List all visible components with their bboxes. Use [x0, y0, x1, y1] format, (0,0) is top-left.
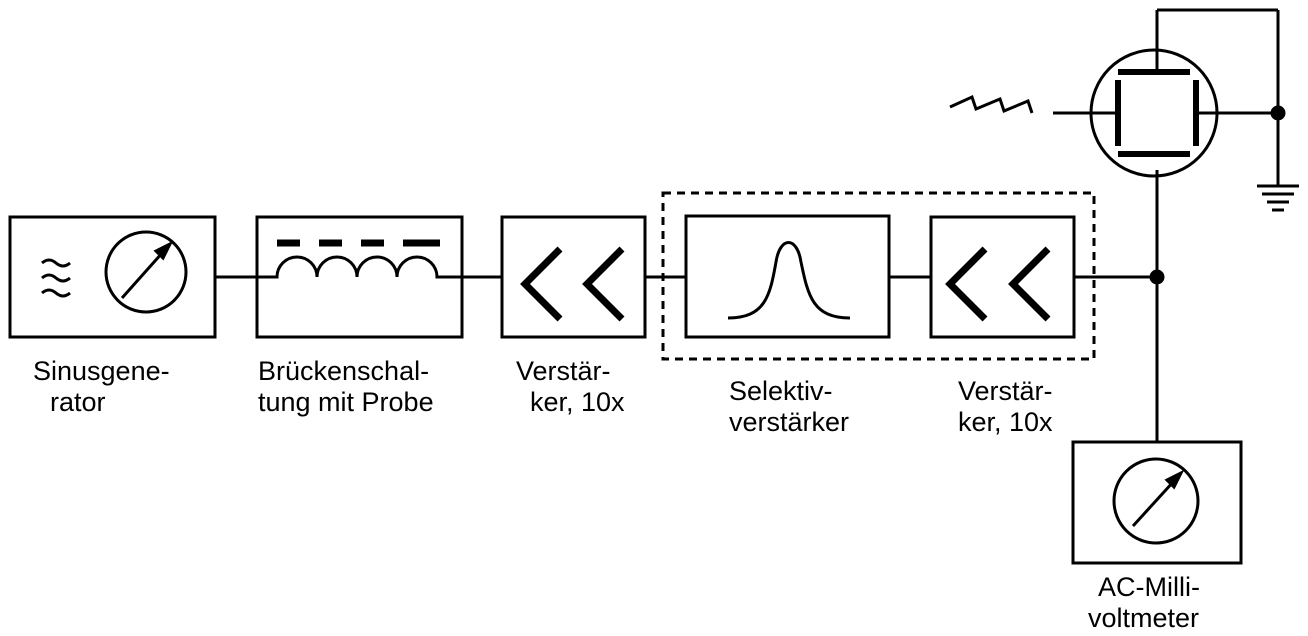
label-selective-amplifier: Selektiv- verstärker	[729, 376, 850, 437]
amplifier-1-block	[500, 215, 647, 339]
meter-icon	[104, 230, 188, 314]
label-amplifier-1: Verstär- ker, 10x	[516, 356, 625, 417]
selective-amplifier-block	[684, 214, 891, 339]
inductor-icon	[257, 239, 462, 279]
label-ac-millivoltmeter: AC-Milli- voltmeter	[1088, 572, 1200, 633]
label-sine-generator: Sinusgene- rator	[33, 356, 170, 417]
junction-dot	[1270, 105, 1286, 121]
sawtooth-signal-icon	[949, 94, 1034, 114]
label-bridge-circuit: Brückenschal- tung mit Probe	[258, 356, 434, 417]
label-amplifier-2: Verstär- ker, 10x	[958, 376, 1053, 437]
amplifier-chevrons-icon	[945, 246, 1051, 322]
bandpass-peak-icon	[727, 241, 851, 320]
amplifier-2-block	[929, 215, 1076, 339]
sine-generator-block	[8, 215, 217, 339]
meter-icon	[1112, 457, 1200, 545]
amplifier-chevrons-icon	[520, 246, 625, 322]
ground-icon	[1257, 184, 1299, 212]
dashed-group-border	[661, 191, 1096, 361]
ac-millivoltmeter-block	[1071, 440, 1243, 565]
bridge-circuit-block	[255, 215, 464, 339]
sine-wave-icon	[41, 258, 71, 298]
crt-tube-icon	[1053, 8, 1286, 186]
